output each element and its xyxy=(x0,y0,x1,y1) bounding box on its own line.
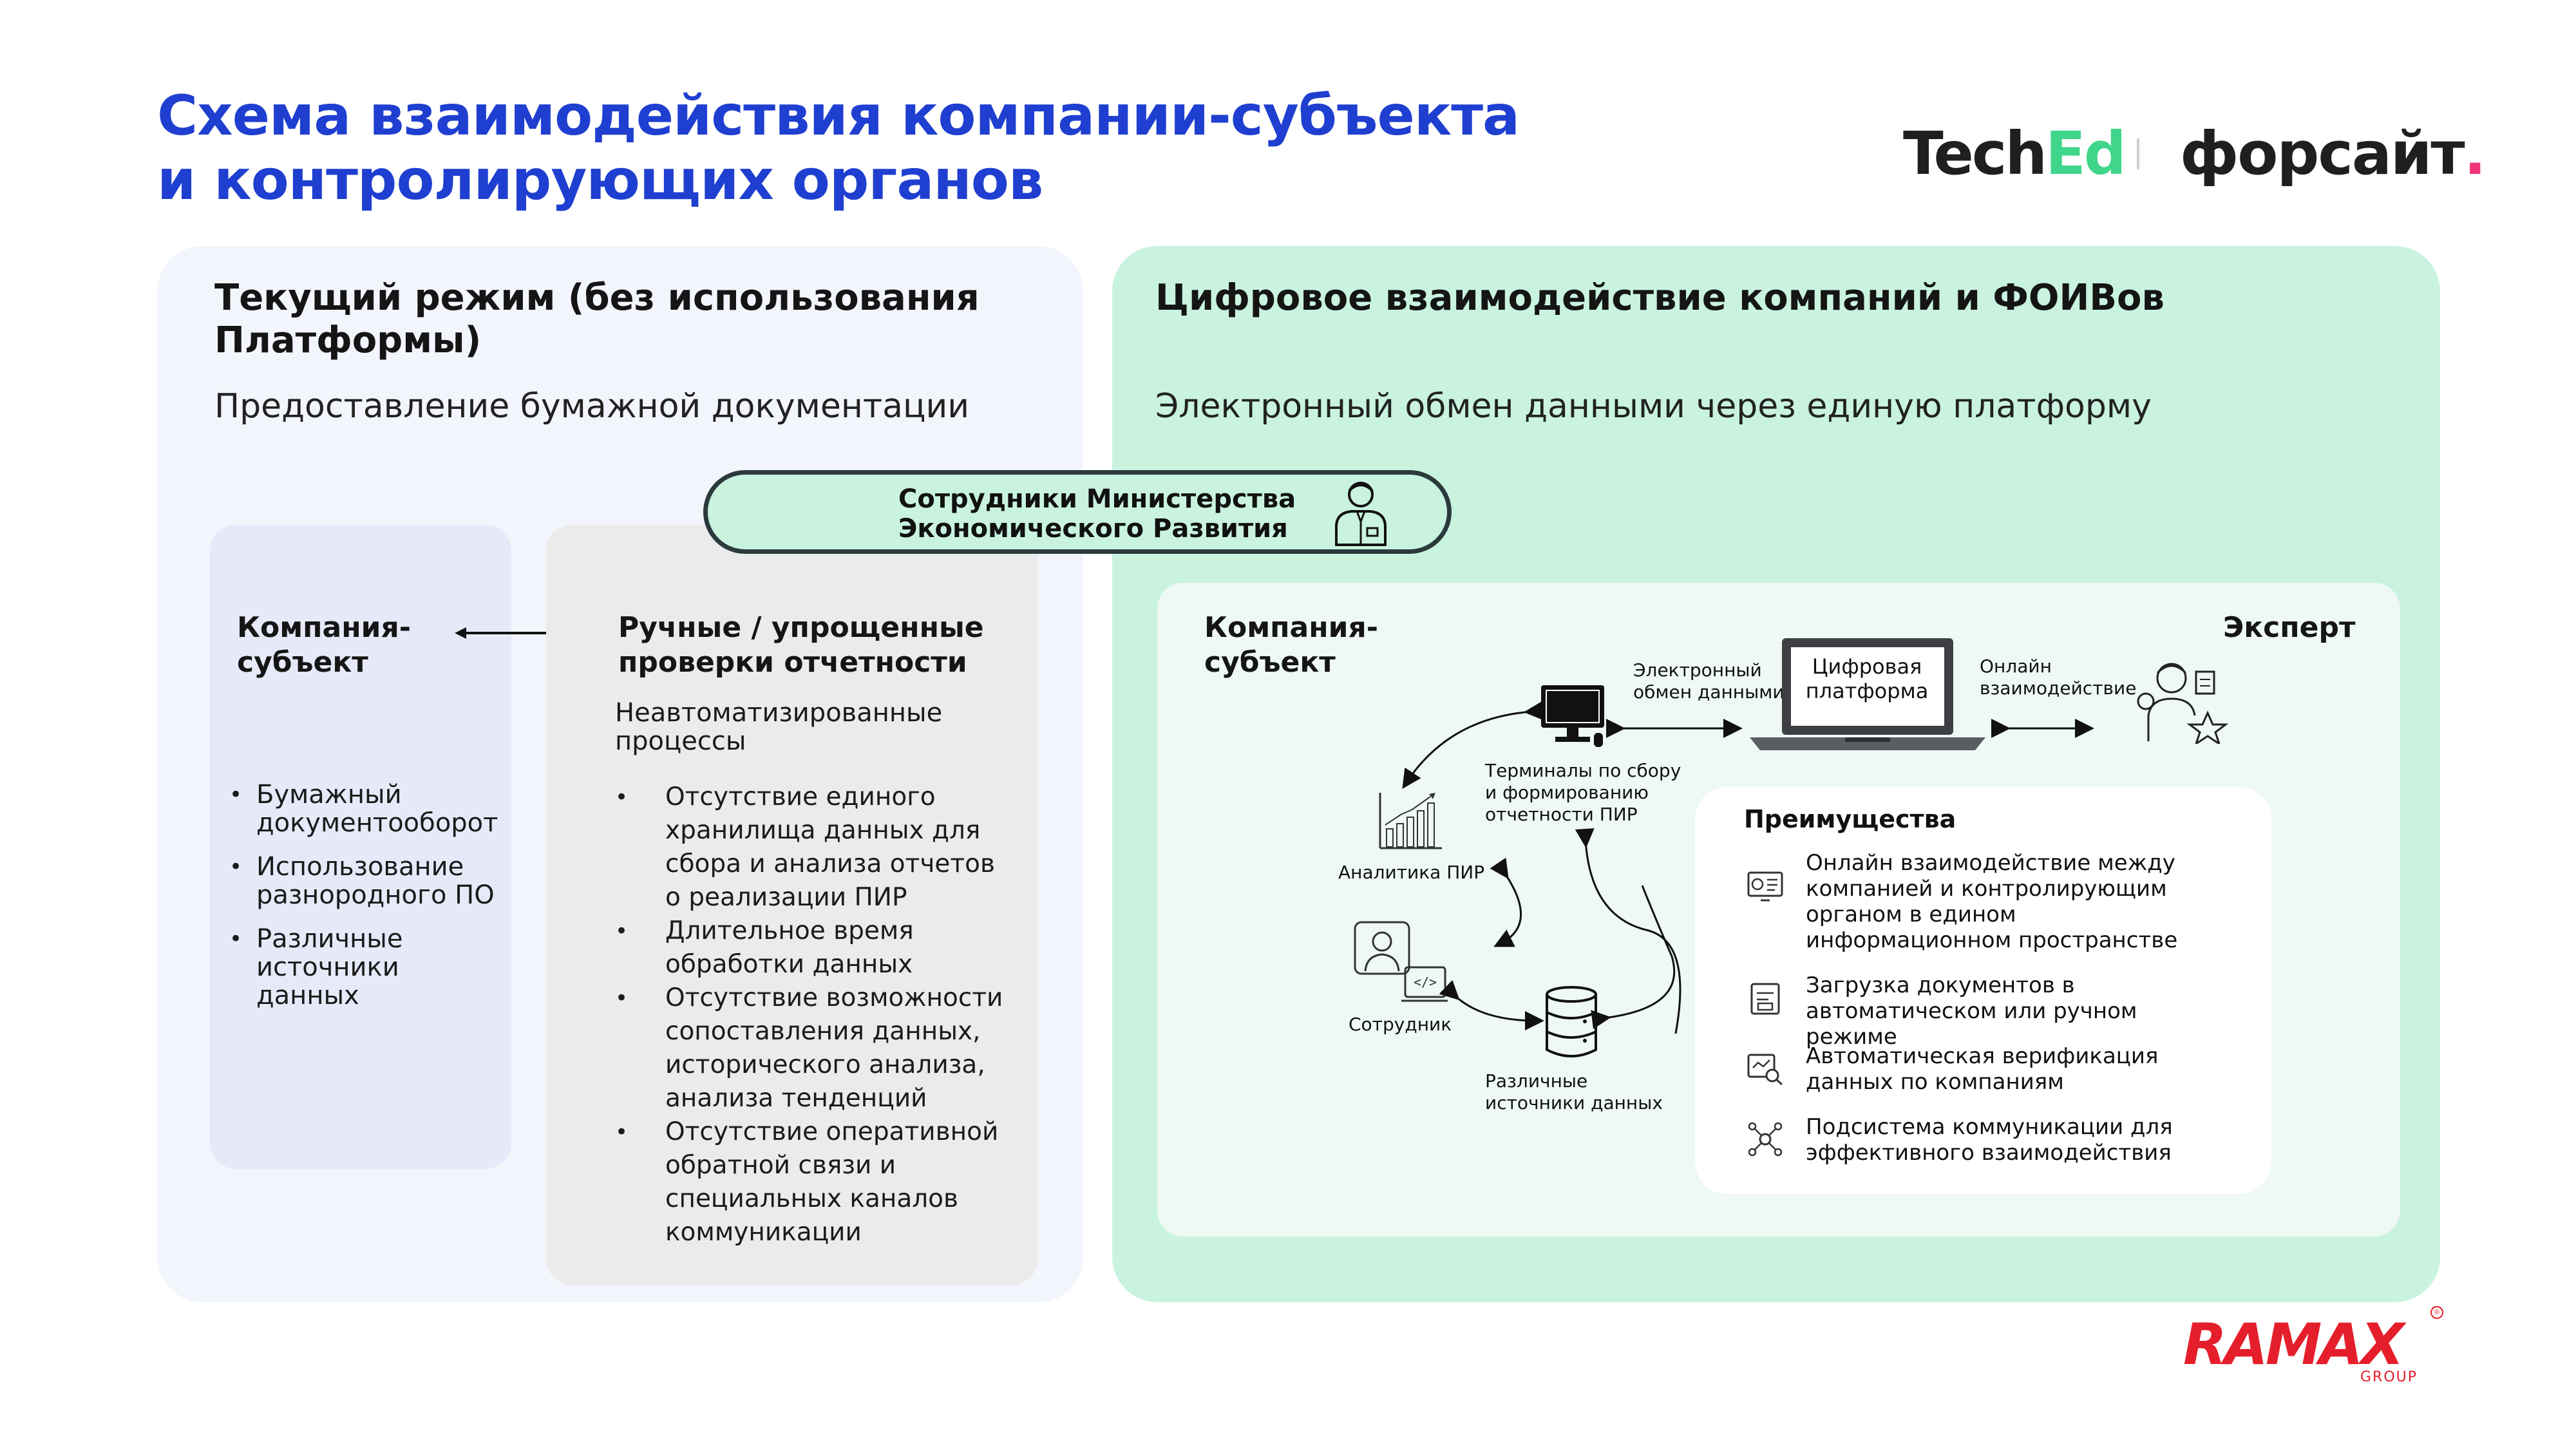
document-upload-icon xyxy=(1750,983,1780,1015)
ministry-employees-pill xyxy=(703,470,1452,554)
current-mode-heading: Текущий режим (без использования Платфор… xyxy=(214,277,980,361)
ramax-logo: RAMAX xyxy=(2183,1311,2404,1378)
company-items-list: • Бумажный документооборот • Использован… xyxy=(225,780,498,1010)
advantage-item: Подсистема коммуникации для эффективного… xyxy=(1806,1114,2173,1166)
expert-icon xyxy=(2137,663,2228,744)
digital-platform-label: Цифровая платформа xyxy=(1805,654,1929,703)
list-item: • Использование разнородного ПО xyxy=(229,852,495,910)
digital-mode-heading: Цифровое взаимодействие компаний и ФОИВо… xyxy=(1155,277,2164,319)
online-interaction-label: Онлайн взаимодействие xyxy=(1980,656,2137,699)
advantage-item: Автоматическая верификация данных по ком… xyxy=(1806,1043,2159,1095)
employee-icon xyxy=(1335,482,1387,546)
data-sources-label: Различные источники данных xyxy=(1485,1070,1663,1113)
digital-company-title: Компания- субъект xyxy=(1204,611,1378,679)
diagram-arrows xyxy=(1402,701,2094,1034)
employee-label: Сотрудник xyxy=(1349,1014,1452,1035)
list-item: • Отсутствие единого хранилища данных дл… xyxy=(615,782,995,912)
ramax-group-label: GROUP xyxy=(2360,1369,2418,1385)
advantage-item: Загрузка документов в автоматическом или… xyxy=(1806,972,2137,1050)
advantages-title: Преимущества xyxy=(1744,805,1956,833)
computer-terminal-icon xyxy=(1541,685,1604,747)
forsight-logo: форсайт. xyxy=(2180,119,2486,188)
list-item: • Отсутствие оперативной обратной связи … xyxy=(615,1117,999,1247)
digital-mode-subtitle: Электронный обмен данными через единую п… xyxy=(1155,387,2152,426)
analytics-label: Аналитика ПИР xyxy=(1338,862,1485,883)
verification-icon xyxy=(1747,1054,1783,1086)
advantages-box xyxy=(1695,787,2271,1194)
manual-checks-title: Ручные / упрощенные проверки отчетности xyxy=(618,611,984,679)
list-item: • Бумажный документооборот xyxy=(229,780,498,838)
manual-checks-subtitle: Неавтоматизированные процессы xyxy=(615,698,943,756)
logo-divider xyxy=(2137,138,2139,169)
list-item: • Длительное время обработки данных xyxy=(615,916,914,979)
list-item: • Различные источники данных xyxy=(229,924,403,1010)
company-title: Компания- субъект xyxy=(237,611,411,679)
page-title: Схема взаимодействия компании-субъекта и… xyxy=(157,84,1520,213)
analytics-chart-icon xyxy=(1379,793,1442,849)
dashboard-icon xyxy=(1747,871,1783,902)
expert-title: Эксперт xyxy=(2223,611,2356,644)
teched-logo: TechEd xyxy=(1903,119,2126,188)
laptop-icon xyxy=(1750,638,1985,750)
manual-checks-box xyxy=(546,525,1038,1285)
advantage-item: Онлайн взаимодействие между компанией и … xyxy=(1806,850,2178,953)
manual-checks-list: • Отсутствие единого хранилища данных дл… xyxy=(615,781,1014,1249)
ministry-employees-label: Сотрудники Министерства Экономического Р… xyxy=(898,484,1296,544)
current-mode-subtitle: Предоставление бумажной документации xyxy=(214,387,970,426)
data-exchange-label: Электронный обмен данными xyxy=(1633,659,1785,703)
list-item: • Отсутствие возможности сопоставления д… xyxy=(615,983,1003,1113)
registered-mark: ® xyxy=(2430,1306,2443,1319)
network-icon xyxy=(1748,1122,1783,1157)
svg-text:</>: </> xyxy=(1414,974,1437,990)
